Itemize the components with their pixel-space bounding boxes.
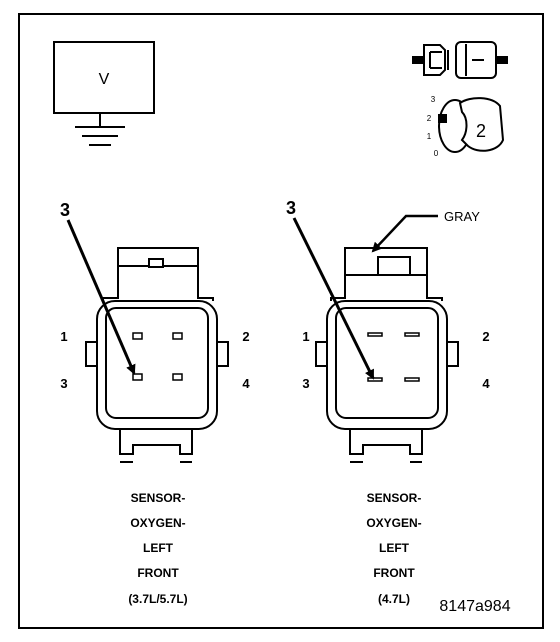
dial-position-label: 2 [476,121,486,141]
left-pin-1 [132,332,143,340]
right-pin-label-3: 3 [302,376,309,391]
svg-text:SENSOR-: SENSOR- [131,491,186,505]
gray-leader-arrow [371,214,438,253]
right-connector-caption: SENSOR- OXYGEN- LEFT FRONT (4.7L) [366,491,421,606]
left-connector: 1 2 3 4 3 [60,200,250,463]
right-pin-3 [367,377,383,382]
svg-text:LEFT: LEFT [143,541,174,555]
selector-dial-icon: 3 2 1 0 2 [427,95,505,158]
left-connector-body [96,300,218,430]
left-pin-label-4: 4 [242,376,250,391]
right-connector: 1 2 3 4 3 GRAY [286,198,490,463]
dial-scale-2: 2 [427,114,432,123]
figure-frame [18,13,544,629]
left-callout-number: 3 [60,200,70,220]
svg-text:FRONT: FRONT [137,566,179,580]
right-pin-label-1: 1 [302,329,309,344]
right-pin-4 [404,377,420,382]
svg-text:LEFT: LEFT [379,541,410,555]
left-connector-latch [102,247,214,301]
ground-icon [75,113,125,146]
right-pin-1 [367,332,383,337]
right-callout-number: 3 [286,198,296,218]
right-pin-label-4: 4 [482,376,490,391]
voltmeter-box [53,41,155,114]
svg-text:FRONT: FRONT [373,566,415,580]
left-callout-arrow [66,219,136,375]
right-connector-tab [349,429,423,455]
left-connector-caption: SENSOR- OXYGEN- LEFT FRONT (3.7L/5.7L) [128,491,187,606]
dial-scale-1: 1 [427,132,432,141]
voltmeter-symbol: V [53,41,155,146]
svg-text:SENSOR-: SENSOR- [367,491,422,505]
voltmeter-label: V [99,71,110,88]
left-pin-4 [172,373,183,381]
left-pin-2 [172,332,183,340]
connector-disconnect-icon [412,41,508,79]
svg-text:(3.7L/5.7L): (3.7L/5.7L) [128,592,187,606]
left-pin-label-1: 1 [60,329,67,344]
right-pin-label-2: 2 [482,329,489,344]
svg-text:OXYGEN-: OXYGEN- [366,516,421,530]
svg-text:(4.7L): (4.7L) [378,592,410,606]
right-callout-arrow [292,217,375,380]
left-pin-3 [132,373,143,381]
right-pin-2 [404,332,420,337]
left-connector-tab [119,429,193,455]
left-pin-label-2: 2 [242,329,249,344]
gray-wire-label: GRAY [444,209,480,224]
figure-id: 8147a984 [439,598,510,615]
svg-text:OXYGEN-: OXYGEN- [130,516,185,530]
dial-scale-3: 3 [431,95,436,104]
dial-scale-0: 0 [434,149,439,158]
left-pin-label-3: 3 [60,376,67,391]
